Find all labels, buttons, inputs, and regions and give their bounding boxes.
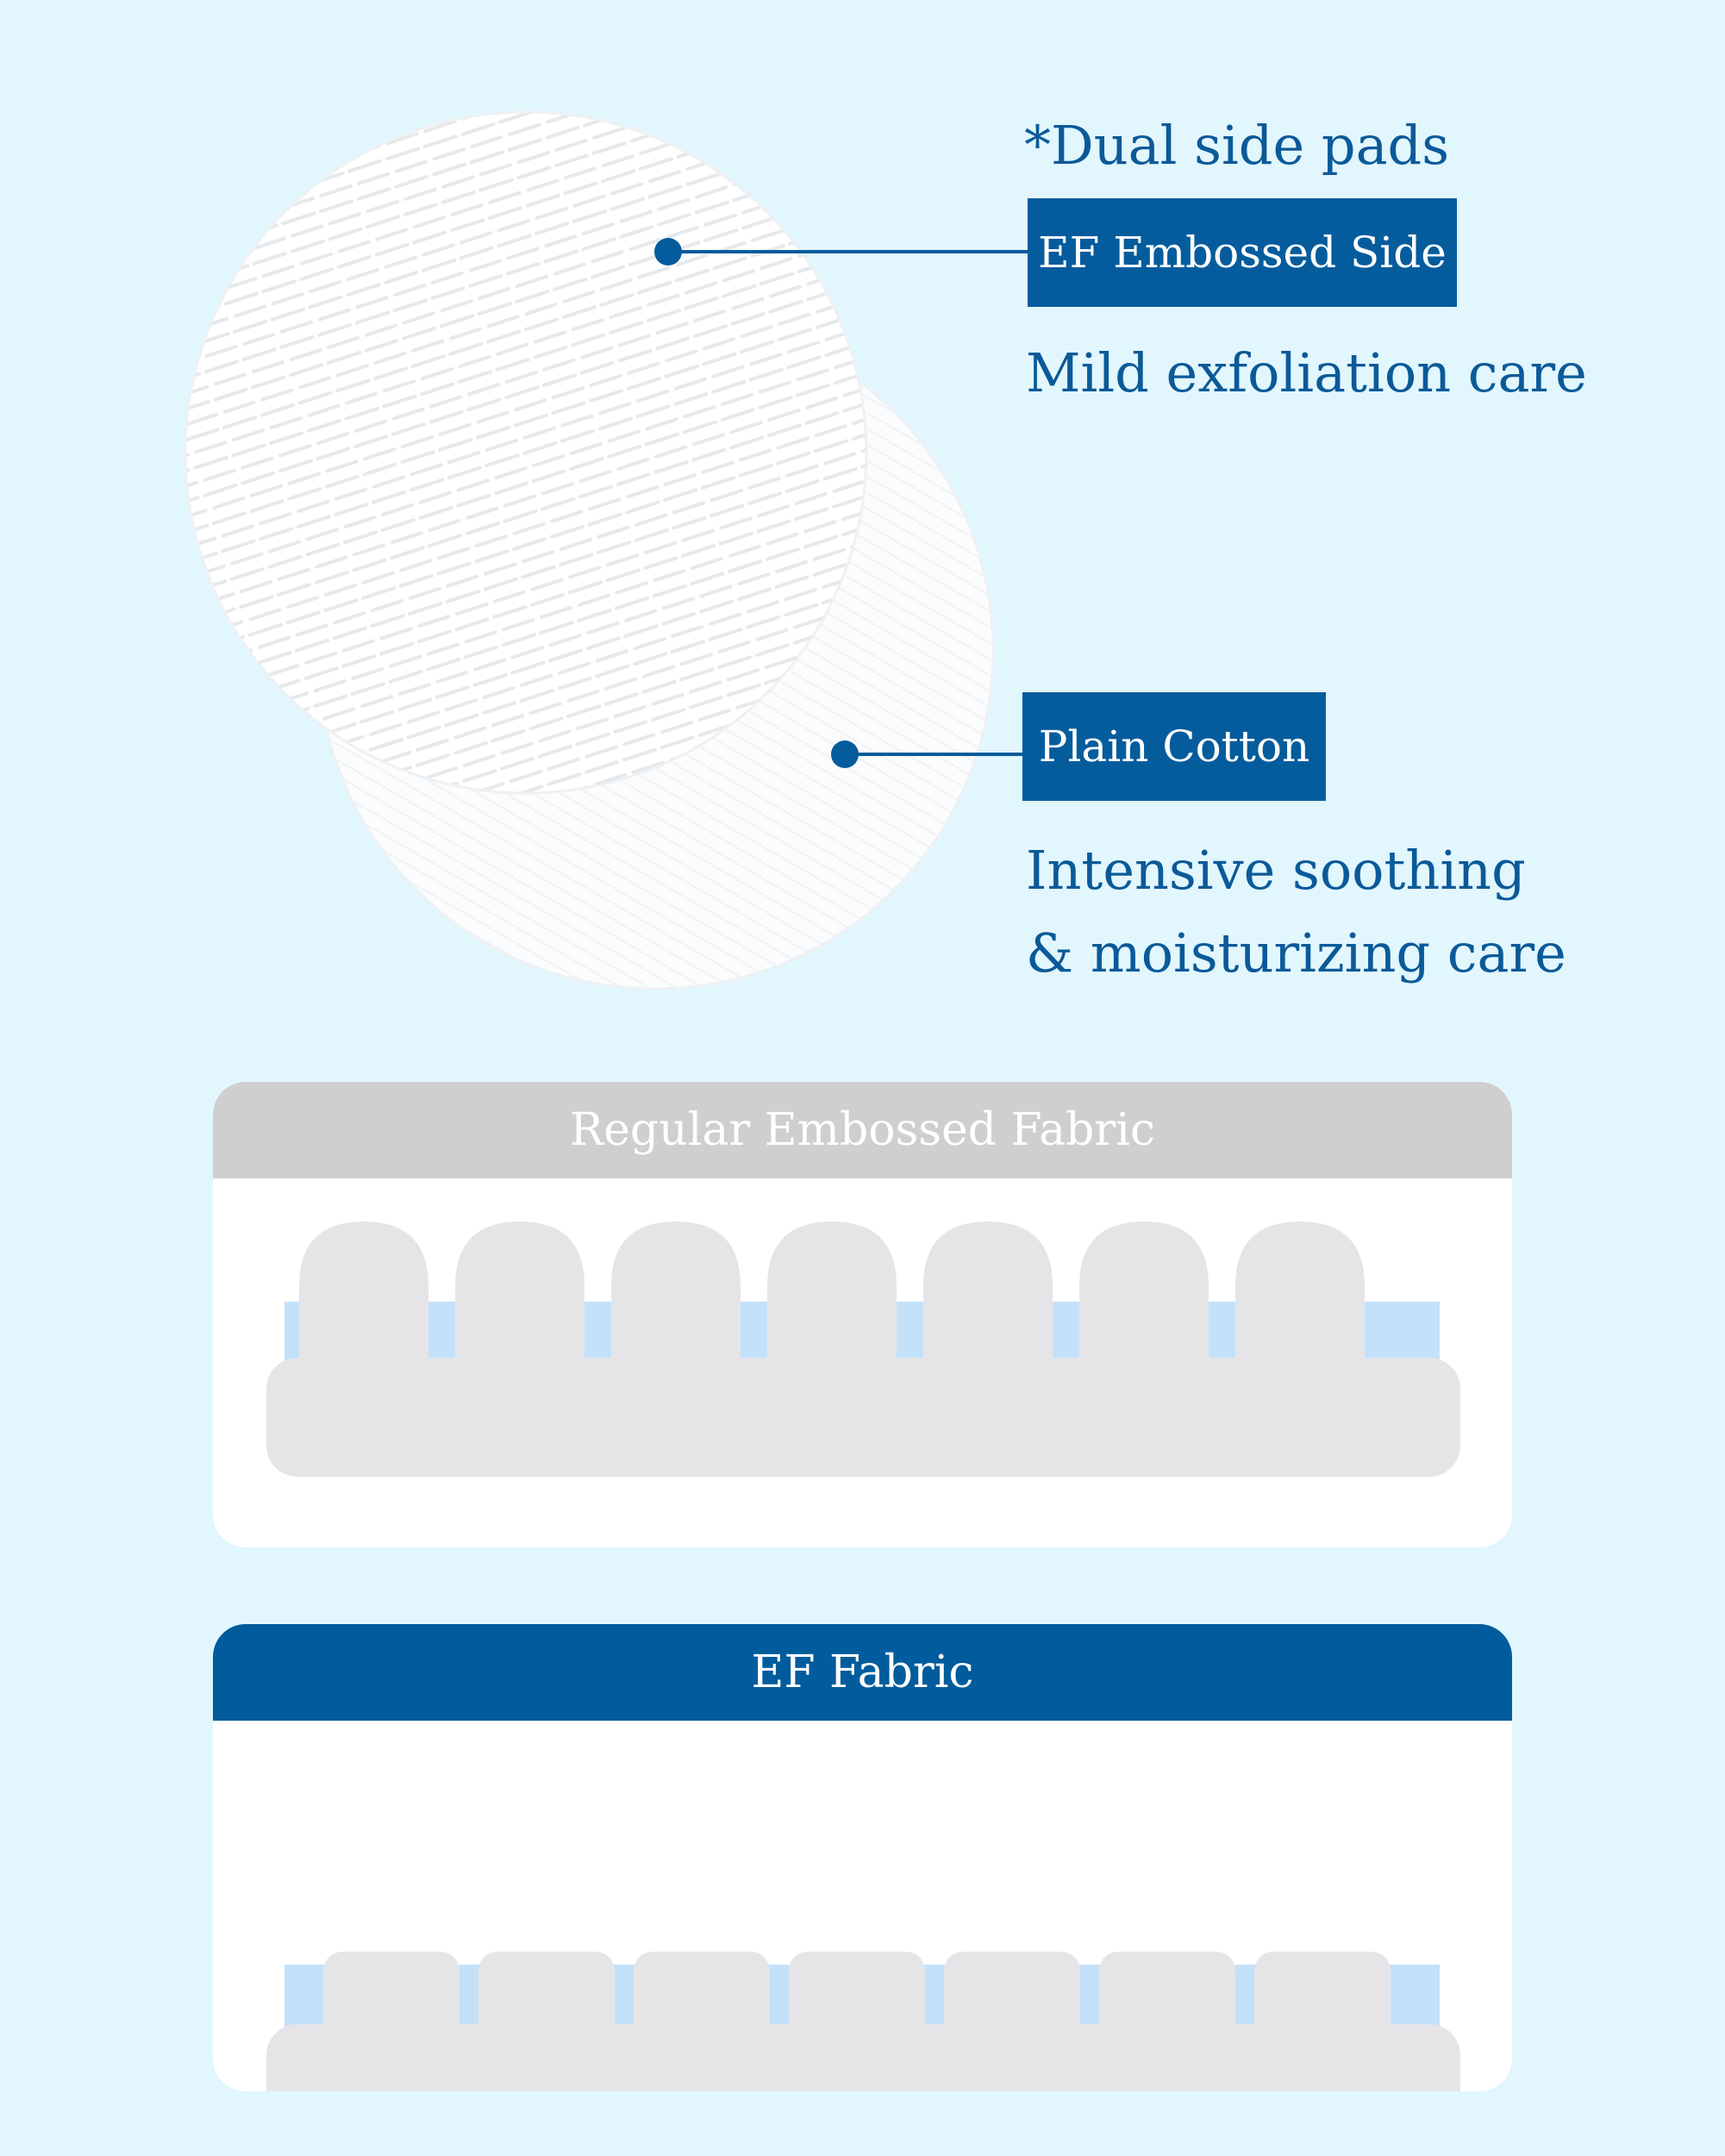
dual-side-label: *Dual side pads [1024, 114, 1450, 177]
ef-fabric-block [1099, 1952, 1235, 2047]
regular-fabric-title: Regular Embossed Fabric [213, 1082, 1512, 1178]
ef-fabric-block [634, 1952, 770, 2047]
regular-fabric-diagram [266, 1222, 1460, 1477]
ef-fabric-block [944, 1952, 1080, 2047]
cotton-pads-illustration [184, 110, 1030, 991]
ef-fabric-block [789, 1952, 925, 2047]
regular-fabric-dome [767, 1222, 897, 1364]
embossed-side-description: Mild exfoliation care [1026, 341, 1587, 404]
embossed-pad [184, 110, 868, 795]
regular-fabric-dome [1079, 1222, 1209, 1364]
regular-fabric-base [266, 1358, 1460, 1477]
ef-fabric-blocks [323, 1952, 1391, 2047]
ef-fabric-title: EF Fabric [213, 1624, 1512, 1721]
regular-fabric-dome [299, 1222, 428, 1364]
ef-fabric-block [478, 1952, 615, 2047]
ef-fabric-card: EF Fabric [213, 1624, 1512, 2091]
regular-fabric-card: Regular Embossed Fabric [213, 1082, 1512, 1547]
regular-fabric-bumps [299, 1222, 1365, 1364]
regular-fabric-dome [923, 1222, 1053, 1364]
regular-fabric-dome [455, 1222, 584, 1364]
ef-fabric-block [1254, 1952, 1391, 2047]
embossed-side-tag: EF Embossed Side [1028, 198, 1457, 307]
ef-fabric-base [266, 2024, 1460, 2091]
plain-cotton-description: Intensive soothing & moisturizing care [1026, 829, 1566, 995]
ef-fabric-block [323, 1952, 459, 2047]
ef-fabric-diagram [266, 1952, 1460, 2091]
plain-cotton-tag: Plain Cotton [1022, 692, 1326, 801]
regular-fabric-dome [611, 1222, 741, 1364]
regular-fabric-dome [1235, 1222, 1365, 1364]
plain-cotton-description-line-2: & moisturizing care [1026, 922, 1566, 984]
plain-cotton-description-line-1: Intensive soothing [1026, 839, 1526, 902]
